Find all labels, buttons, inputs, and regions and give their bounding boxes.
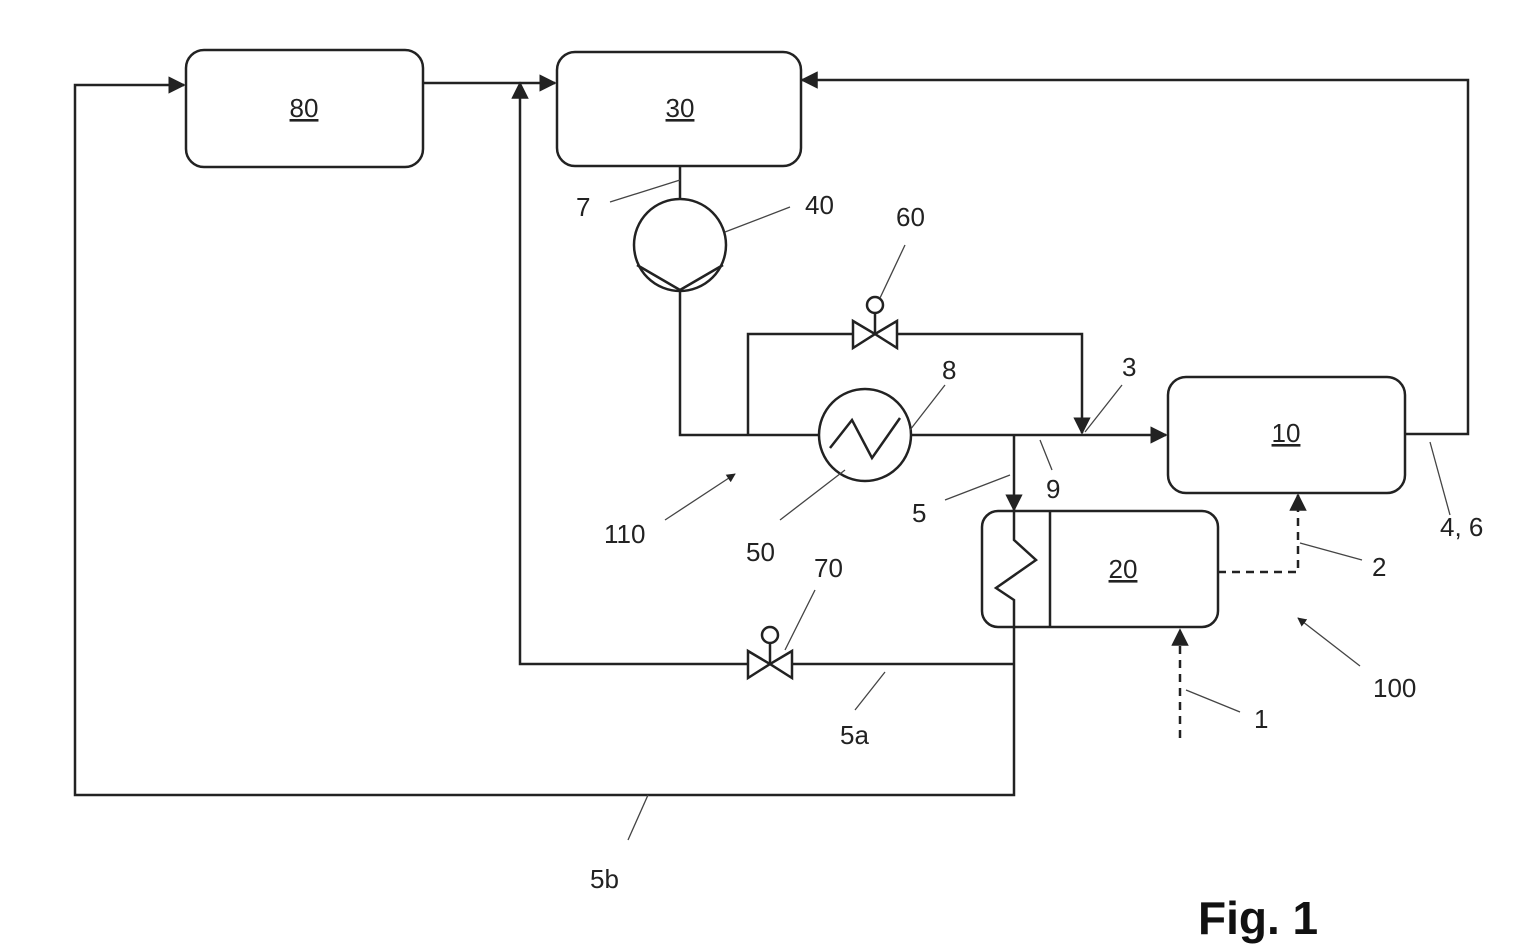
block-30-label: 30 xyxy=(666,93,695,123)
ref-4-6: 4, 6 xyxy=(1440,512,1483,542)
ref-3: 3 xyxy=(1122,352,1136,382)
figure-title: Fig. 1 xyxy=(1198,892,1318,944)
ref-40: 40 xyxy=(805,190,834,220)
valve-70-symbol xyxy=(748,627,792,678)
block-20 xyxy=(982,511,1218,627)
pump-40 xyxy=(634,199,726,291)
ref-2: 2 xyxy=(1372,552,1386,582)
ref-7: 7 xyxy=(576,192,590,222)
ref-70: 70 xyxy=(814,553,843,583)
ref-8: 8 xyxy=(942,355,956,385)
ref-110: 110 xyxy=(604,519,645,549)
line-5a xyxy=(520,83,1014,664)
ref-60: 60 xyxy=(896,202,925,232)
ref-100: 100 xyxy=(1373,673,1416,703)
block-20-label: 20 xyxy=(1109,554,1138,584)
valve-60-symbol xyxy=(853,297,897,348)
ref-5: 5 xyxy=(912,498,926,528)
ref-5b: 5b xyxy=(590,864,619,894)
ref-5a: 5a xyxy=(840,720,869,750)
block-80-label: 80 xyxy=(290,93,319,123)
heat-exchanger-50 xyxy=(819,389,911,481)
bypass-line xyxy=(748,334,1082,435)
ref-50: 50 xyxy=(746,537,775,567)
ref-9: 9 xyxy=(1046,474,1060,504)
block-10-label: 10 xyxy=(1272,418,1301,448)
stream-2 xyxy=(1218,495,1298,572)
ref-1: 1 xyxy=(1254,704,1268,734)
